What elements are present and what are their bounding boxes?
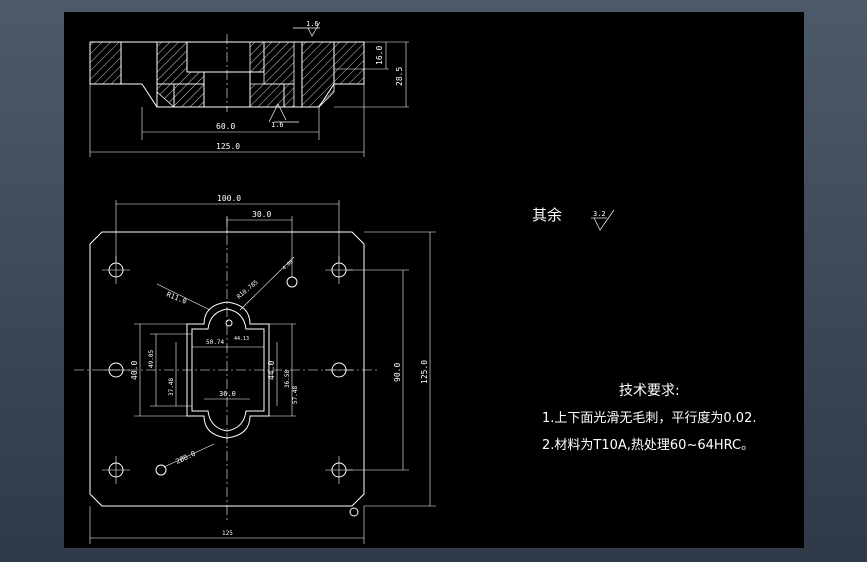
roughness-symbol-general: 3.2 — [591, 209, 615, 231]
dim-left-outer: 40.0 — [130, 361, 139, 380]
dim-arc-left: R11.0 — [165, 290, 188, 305]
dim-right-a: 44.0 — [267, 361, 276, 380]
dim-slot-small: 44.13 — [234, 336, 249, 342]
dim-hole-bottom: 2Ø8.0 — [174, 450, 196, 466]
dim-vertical-90: 90.0 — [393, 363, 402, 382]
dim-hole-small: 4.08 — [281, 259, 294, 271]
bolt-holes — [102, 256, 359, 517]
tech-requirement-2: 2.材料为T10A,热处理60~64HRC。 — [542, 438, 754, 453]
dim-offset: 30.0 — [252, 210, 271, 219]
dim-bottom-width: 125 — [222, 530, 233, 537]
dim-inner-width: 60.0 — [216, 122, 235, 131]
svg-text:3.2: 3.2 — [593, 210, 606, 218]
other-surfaces-label: 其余 — [532, 206, 562, 224]
tech-requirement-1: 1.上下面光滑无毛刺，平行度为0.02. — [542, 410, 756, 426]
dim-arc-right: R10.785 — [236, 279, 260, 301]
dim-slot-bottom: 36.0 — [219, 390, 236, 398]
dim-vertical-125: 125.0 — [420, 360, 429, 384]
notes: 其余 3.2 技术要求: 1.上下面光滑无毛刺，平行度为0.02. 2.材料为T… — [532, 206, 756, 453]
dim-right-b: 36.58 — [284, 370, 291, 388]
dim-height-small: 16.0 — [375, 46, 384, 65]
dim-height-total: 28.5 — [395, 67, 404, 86]
plan-view: 40.0 49.05 37.48 36.58 44.0 57.48 50.74 … — [74, 194, 436, 544]
dim-right-c: 57.48 — [292, 386, 299, 404]
svg-text:1.6: 1.6 — [271, 121, 284, 129]
svg-text:1.6: 1.6 — [306, 20, 319, 28]
drawing-canvas: 16.0 28.5 60.0 125.0 1.6 1.6 — [64, 12, 804, 548]
roughness-symbol-bottom: 1.6 — [268, 103, 299, 129]
dim-slot-width: 50.74 — [206, 339, 224, 346]
tech-requirements-title: 技术要求: — [619, 383, 680, 399]
section-view: 16.0 28.5 60.0 125.0 1.6 1.6 — [89, 20, 409, 157]
dim-left-inner-a: 49.05 — [148, 350, 155, 368]
dim-left-inner-b: 37.48 — [168, 378, 175, 396]
dim-total-width: 125.0 — [216, 142, 240, 151]
roughness-symbol-top: 1.6 — [293, 20, 321, 37]
dim-top-width: 100.0 — [217, 194, 241, 203]
engineering-drawing: 16.0 28.5 60.0 125.0 1.6 1.6 — [74, 20, 756, 544]
